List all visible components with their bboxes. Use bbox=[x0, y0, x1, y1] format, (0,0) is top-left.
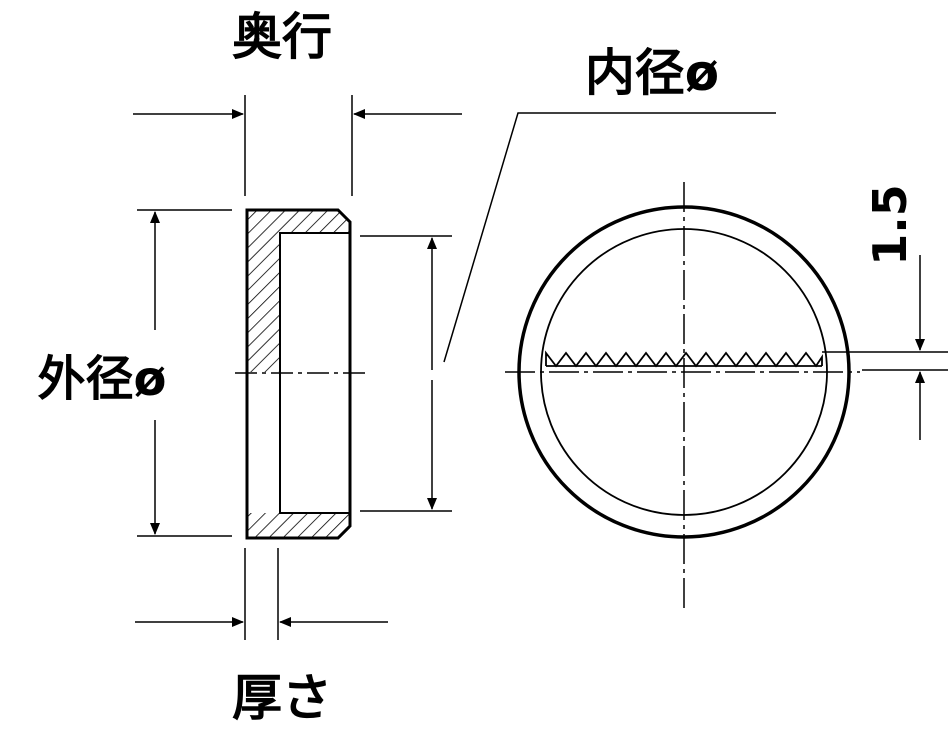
outer-diameter-dimension bbox=[137, 209, 232, 537]
outer-diameter-label: 外径ø bbox=[38, 351, 167, 407]
inner-diameter-label: 内径ø bbox=[585, 44, 719, 102]
front-serrated-rib bbox=[545, 350, 823, 368]
step-value-label: 1.5 bbox=[863, 184, 917, 266]
section-hatch-top-wall bbox=[247, 210, 350, 372]
inner-diameter-dimension bbox=[360, 112, 776, 512]
inner-diameter-leader bbox=[443, 112, 776, 363]
thickness-dimension bbox=[135, 548, 388, 640]
cap-front-view bbox=[505, 182, 860, 610]
section-hatch-bottom-wall bbox=[247, 513, 350, 538]
depth-dimension bbox=[133, 95, 462, 196]
cap-section-view bbox=[235, 208, 368, 540]
thickness-label: 厚さ bbox=[232, 669, 332, 727]
step-dimension bbox=[822, 255, 948, 440]
section-outer-outline bbox=[245, 208, 352, 540]
depth-label: 奥行 bbox=[232, 8, 332, 66]
